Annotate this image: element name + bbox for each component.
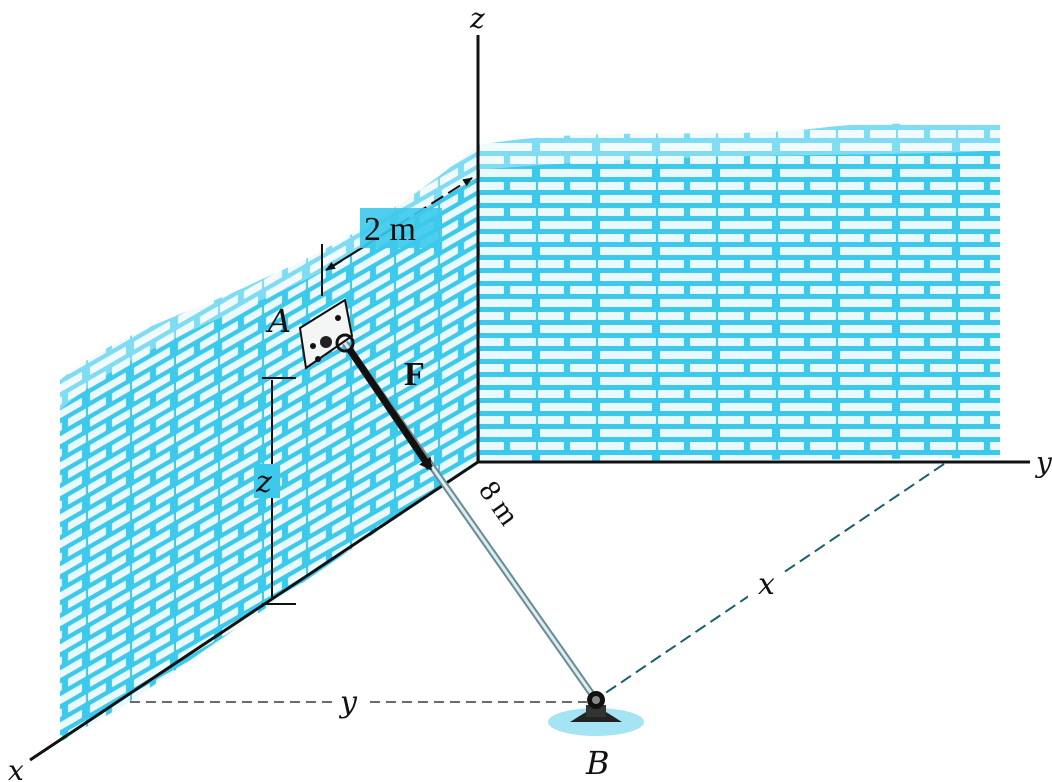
- force-arrow: [347, 348, 433, 471]
- side-wall: [60, 145, 478, 742]
- x-axis-label: x: [8, 754, 24, 782]
- back-wall: [478, 122, 1000, 462]
- dim-8m-label: 8 m: [472, 475, 525, 531]
- dim-z-label: z: [255, 465, 272, 500]
- dim-2m-label: 2 m: [364, 211, 416, 248]
- force-label: F: [404, 356, 425, 393]
- z-axis-label: z: [469, 2, 485, 35]
- dim-y-label: y: [338, 685, 358, 720]
- x-axis: [29, 460, 479, 762]
- support-b: [570, 691, 622, 722]
- bracket-a: [298, 298, 355, 370]
- y-axis-label: y: [1034, 446, 1052, 479]
- point-b-label: B: [585, 744, 610, 782]
- point-a-label: A: [265, 302, 291, 340]
- dim-x-label: x: [758, 567, 775, 602]
